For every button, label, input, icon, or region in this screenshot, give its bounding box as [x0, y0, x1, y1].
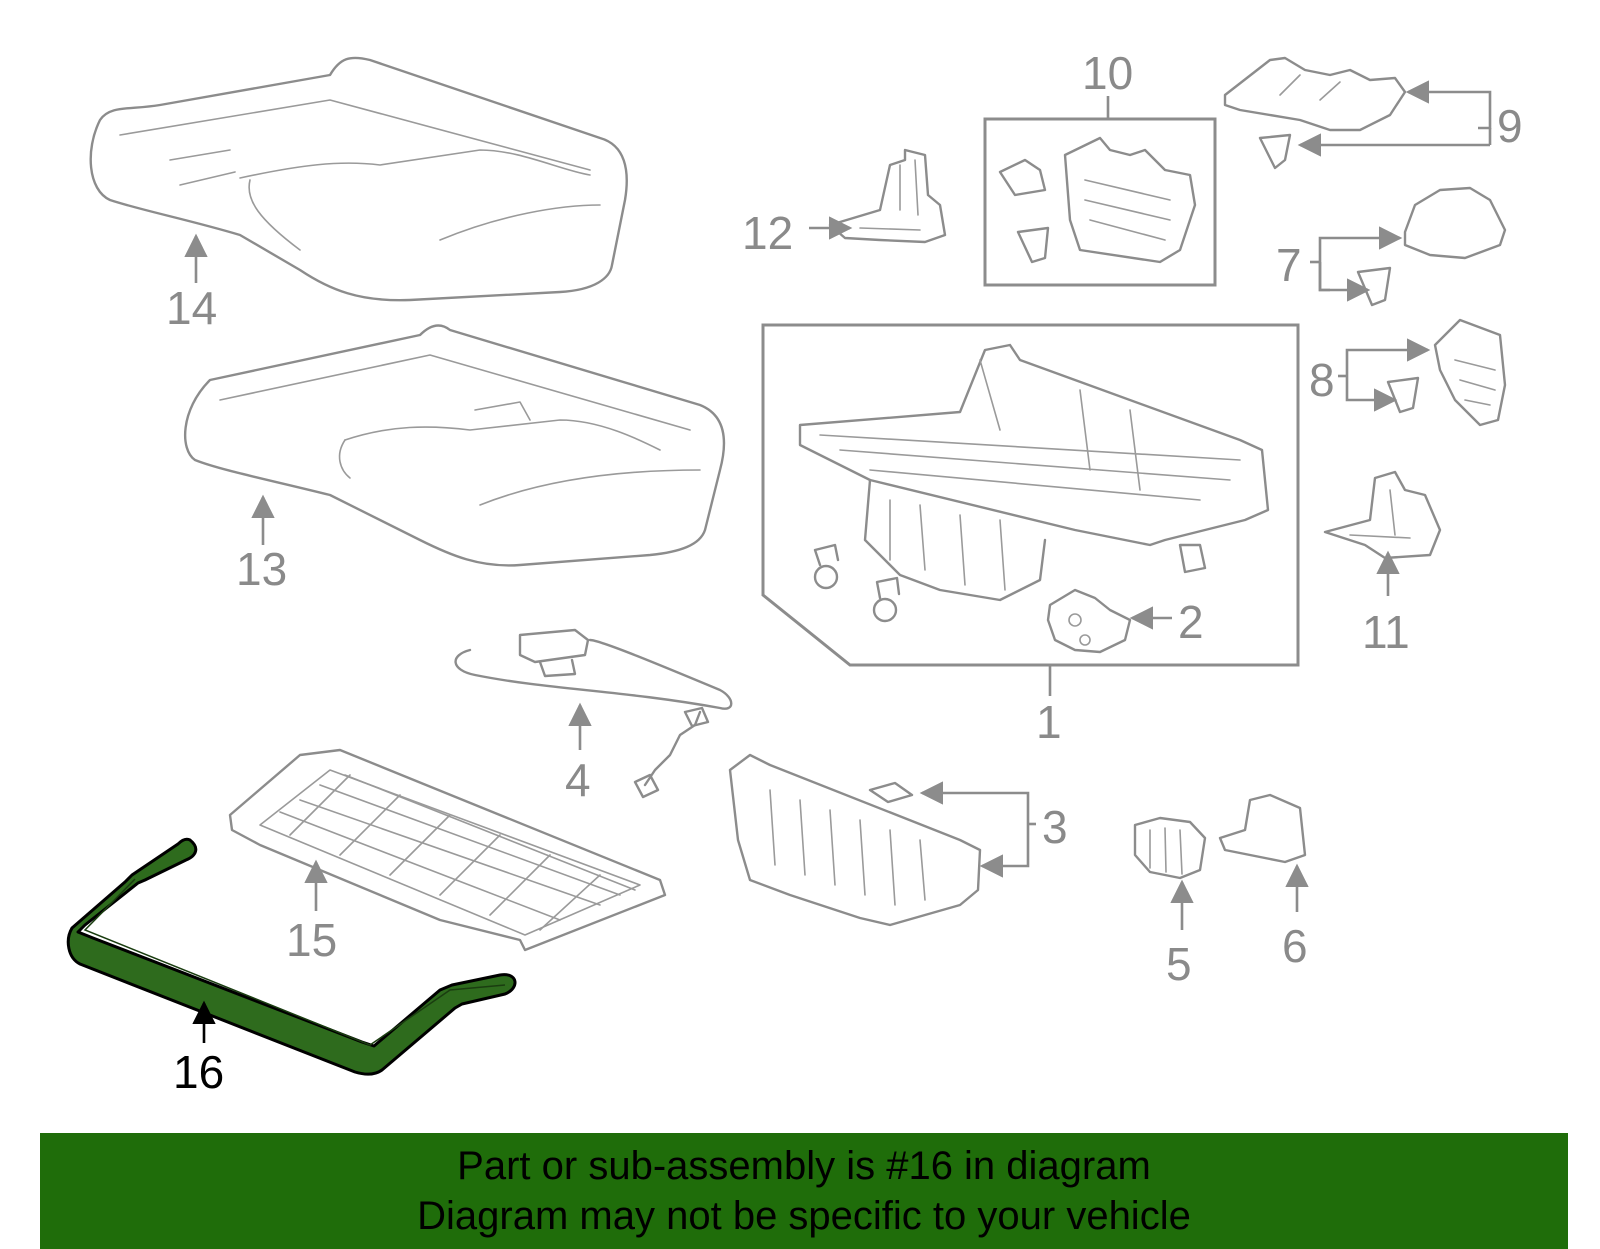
part-9-cover	[1223, 56, 1407, 170]
callout-2: 2	[1178, 596, 1204, 648]
callout-3: 3	[1042, 801, 1068, 853]
callout-1: 1	[1036, 696, 1062, 748]
banner-line-2: Diagram may not be specific to your vehi…	[417, 1194, 1191, 1238]
part-8-cover	[1386, 318, 1507, 427]
part-13-cushion-pad	[184, 324, 726, 567]
callout-8: 8	[1309, 354, 1335, 406]
part-6-clip	[1218, 793, 1307, 864]
callout-16: 16	[173, 1046, 224, 1098]
part-2-latch	[1046, 588, 1132, 654]
callout-4: 4	[565, 754, 591, 806]
part-1-seat-frame	[798, 343, 1270, 623]
callout-13: 13	[236, 543, 287, 595]
part-16-wire-highlighted	[66, 837, 517, 1076]
part-7-cover	[1356, 186, 1507, 307]
leader-lines	[184, 80, 1492, 1043]
callout-11: 11	[1362, 606, 1410, 658]
part-15-spring-mat	[228, 748, 667, 952]
callout-5: 5	[1166, 938, 1192, 990]
callout-14: 14	[166, 282, 217, 334]
part-3-trim-panel	[728, 753, 982, 927]
callout-10: 10	[1082, 47, 1133, 99]
callout-6: 6	[1282, 920, 1308, 972]
callout-15: 15	[286, 914, 337, 966]
callouts: 14 13 12 10 9 7 8 11 2 1 4 3 5 6 15 16	[166, 47, 1523, 1098]
part-10-box	[983, 117, 1217, 287]
part-4-cable	[454, 628, 733, 799]
callout-7: 7	[1276, 239, 1302, 291]
part-12-bracket	[828, 148, 947, 244]
callout-12: 12	[742, 207, 793, 259]
callout-9: 9	[1497, 100, 1523, 152]
part-10-components	[998, 136, 1197, 264]
part-14-cushion-cover	[89, 56, 628, 302]
banner-line-1: Part or sub-assembly is #16 in diagram	[457, 1144, 1151, 1188]
part-1-box	[761, 323, 1300, 667]
part-11-bracket	[1323, 470, 1442, 560]
part-5-clip	[1133, 816, 1207, 880]
info-banner: Part or sub-assembly is #16 in diagram D…	[40, 1133, 1568, 1249]
